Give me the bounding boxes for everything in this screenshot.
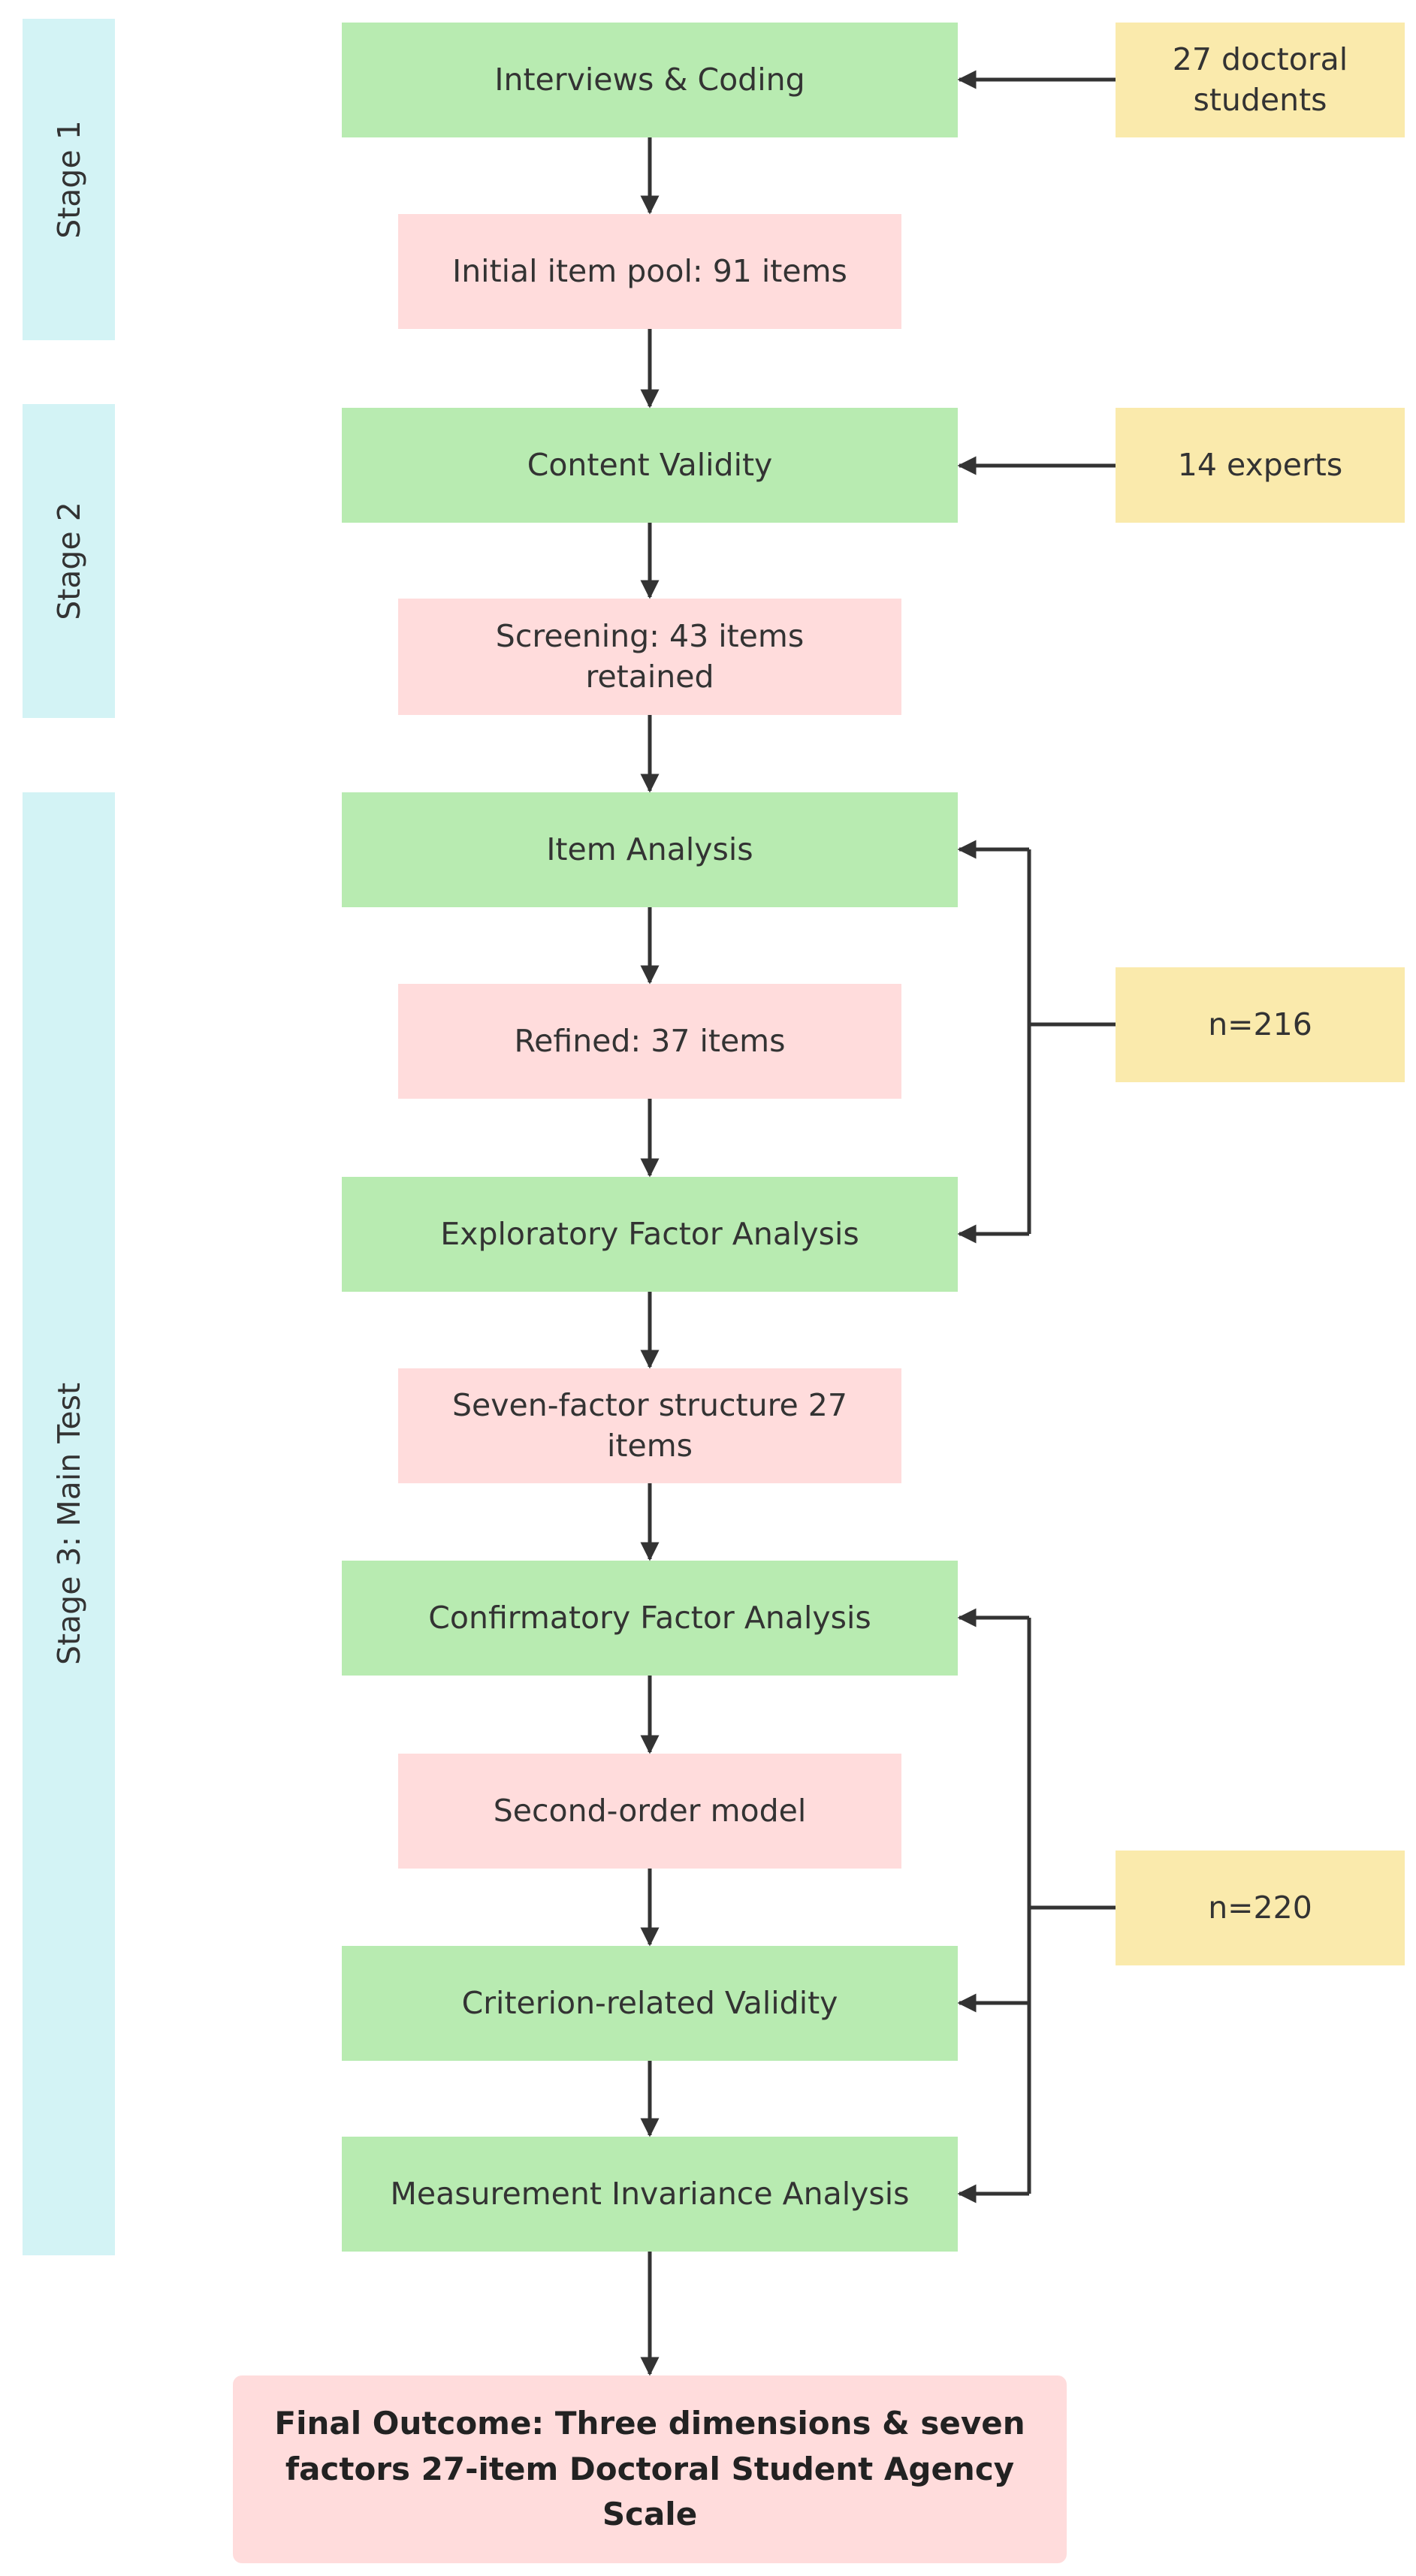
confirmatory-factor-analysis-step: Confirmatory Factor Analysis (342, 1561, 958, 1676)
interviews-coding-step: Interviews & Coding (342, 23, 958, 137)
stage-3-label: Stage 3: Main Test (50, 1382, 87, 1666)
content-validity-step: Content Validity (342, 408, 958, 523)
second-order-model-result: Second-order model (398, 1754, 901, 1869)
item-analysis-step: Item Analysis (342, 792, 958, 907)
sample-n220-input: n=220 (1116, 1851, 1405, 1965)
sample-n216-input: n=216 (1116, 967, 1405, 1082)
doctoral-students-input: 27 doctoral students (1116, 23, 1405, 137)
stage-2-band: Stage 2 (23, 404, 115, 718)
refined-items-result: Refined: 37 items (398, 984, 901, 1099)
final-outcome-result: Final Outcome: Three dimensions & seven … (233, 2375, 1067, 2563)
exploratory-factor-analysis-step: Exploratory Factor Analysis (342, 1177, 958, 1292)
stage-2-label: Stage 2 (50, 502, 87, 620)
measurement-invariance-step: Measurement Invariance Analysis (342, 2137, 958, 2252)
criterion-related-validity-step: Criterion-related Validity (342, 1946, 958, 2061)
seven-factor-structure-result: Seven-factor structure 27 items (398, 1368, 901, 1483)
stage-3-band: Stage 3: Main Test (23, 792, 115, 2255)
initial-item-pool-result: Initial item pool: 91 items (398, 214, 901, 329)
experts-input: 14 experts (1116, 408, 1405, 523)
stage-1-band: Stage 1 (23, 19, 115, 340)
stage-1-label: Stage 1 (50, 120, 87, 239)
screening-result: Screening: 43 items retained (398, 599, 901, 715)
